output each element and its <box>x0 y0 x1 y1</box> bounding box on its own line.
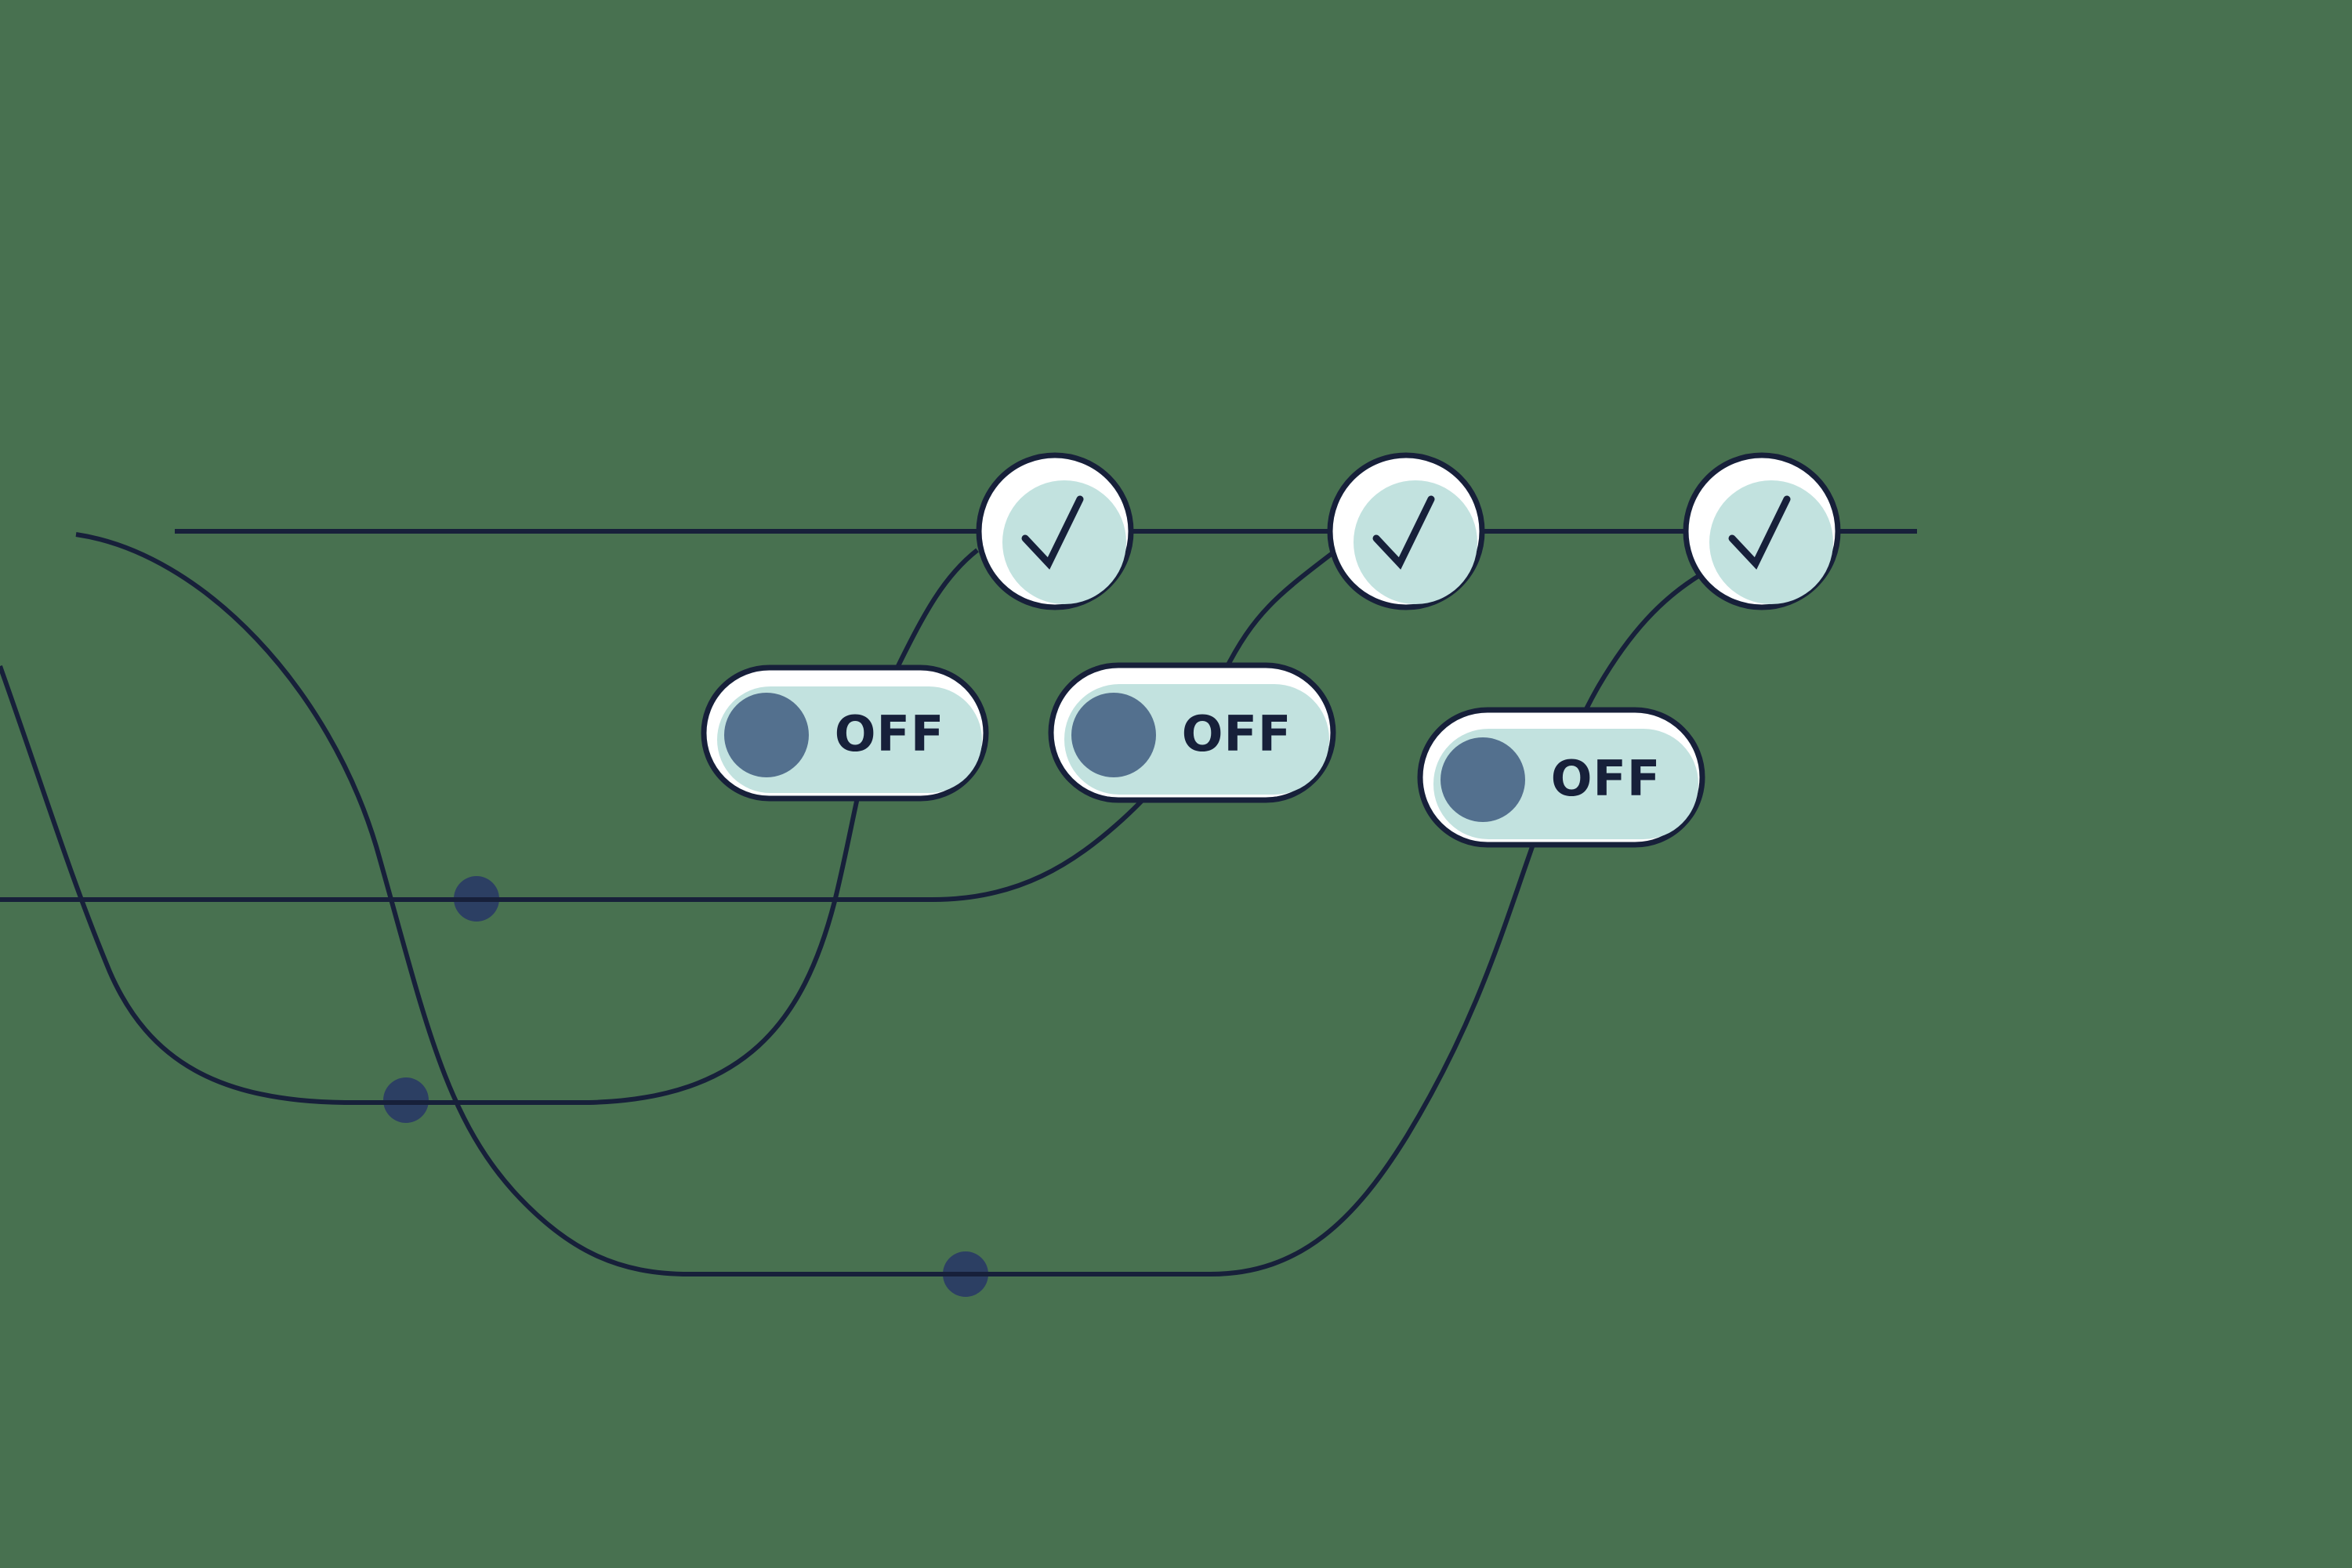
checkmark-icon <box>1728 495 1791 570</box>
branch-lines <box>0 529 1917 1276</box>
checkmark-icon <box>1372 495 1435 570</box>
toggle-label: OFF <box>1551 750 1661 807</box>
checkpoint-circle-fill <box>1002 480 1126 604</box>
milestone-dots <box>383 876 988 1297</box>
checkmark-icon <box>1021 495 1084 570</box>
branch-curve-middle <box>0 548 979 1105</box>
toggle-label: OFF <box>835 705 944 762</box>
toggle-switch-1[interactable]: OFF <box>701 664 989 802</box>
checkpoint-2 <box>1327 452 1485 610</box>
toggle-switch-2[interactable]: OFF <box>1048 662 1336 803</box>
branch-curve-bottom <box>75 532 1701 1276</box>
toggle-knob[interactable] <box>1071 693 1156 777</box>
checkpoint-3 <box>1683 452 1841 610</box>
toggle-knob[interactable] <box>724 693 809 777</box>
milestone-dot-2 <box>383 1077 429 1123</box>
checkpoint-1 <box>976 452 1134 610</box>
checkpoint-circle-fill <box>1709 480 1833 604</box>
checkpoint-circle-fill <box>1354 480 1477 604</box>
toggle-knob[interactable] <box>1441 737 1525 822</box>
toggle-label: OFF <box>1182 705 1292 762</box>
toggle-switch-3[interactable]: OFF <box>1417 707 1705 848</box>
